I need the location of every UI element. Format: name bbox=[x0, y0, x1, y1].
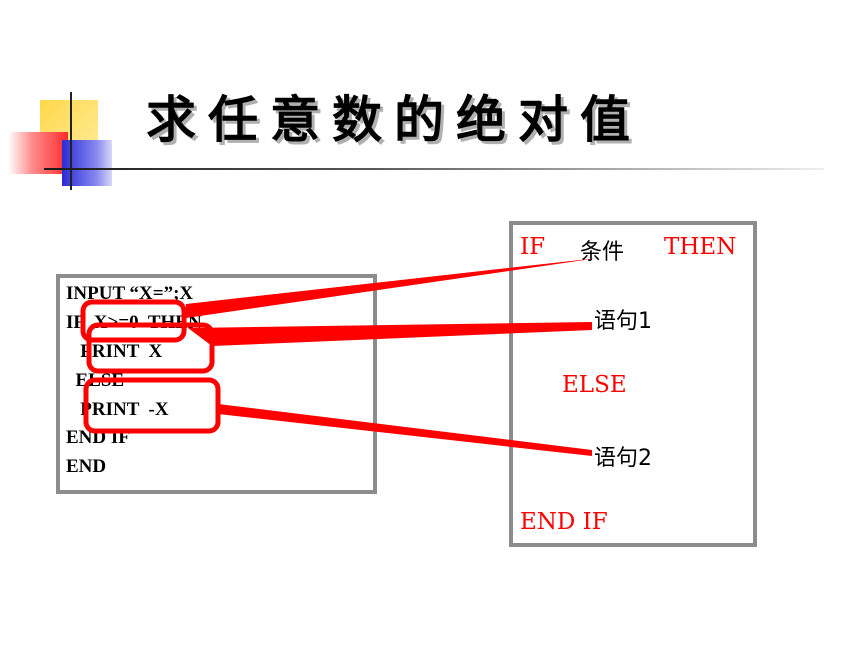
code-line-input: INPUT “X=”;X bbox=[66, 283, 194, 304]
code-line-else: ELSE bbox=[66, 370, 125, 391]
syntax-else-keyword: ELSE bbox=[562, 372, 627, 398]
decor-vertical-line bbox=[70, 92, 72, 190]
syntax-then-keyword: THEN bbox=[664, 234, 737, 260]
code-line-print-x: PRINT X bbox=[66, 341, 163, 362]
syntax-endif-keyword: END IF bbox=[520, 509, 608, 535]
syntax-condition: 条件 bbox=[580, 240, 625, 265]
slide-title: 求任意数的绝对值 bbox=[146, 91, 642, 149]
syntax-if-keyword: IF bbox=[520, 234, 546, 260]
syntax-box bbox=[509, 221, 757, 547]
code-line-end-if: END IF bbox=[66, 427, 130, 448]
code-line-print-neg-x: PRINT -X bbox=[66, 399, 169, 420]
decor-red-square bbox=[8, 132, 68, 174]
syntax-statement-2: 语句2 bbox=[594, 446, 652, 471]
code-line-if: IF X>=0 THEN bbox=[66, 312, 202, 333]
title-underline bbox=[44, 168, 824, 170]
code-line-end: END bbox=[66, 456, 107, 477]
syntax-statement-1: 语句1 bbox=[594, 309, 652, 334]
